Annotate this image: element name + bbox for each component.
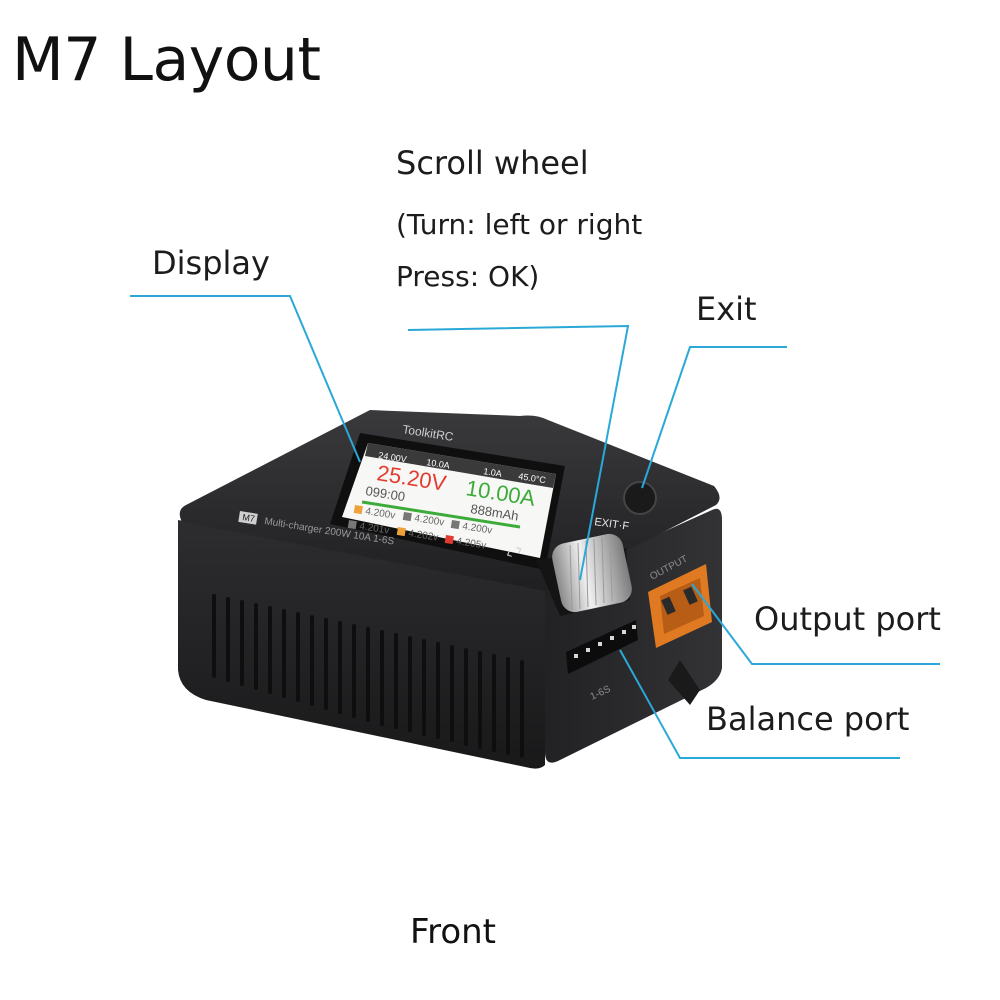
device-side-body — [178, 520, 545, 769]
screen-status-bar — [365, 443, 556, 488]
device-foot — [668, 660, 700, 705]
model-badge — [238, 511, 258, 525]
output-port-callout-line — [691, 583, 940, 665]
cell-badge — [353, 505, 363, 515]
balance-port-callout-line — [619, 649, 900, 759]
cell-badge — [396, 527, 406, 537]
callout-lines — [130, 295, 940, 759]
scroll-wheel[interactable] — [536, 531, 634, 616]
cell-voltage: 4.205v — [456, 536, 487, 552]
cell-badge — [347, 520, 357, 530]
exit-button[interactable] — [623, 481, 657, 515]
page-title: M7 Layout — [12, 25, 321, 95]
scroll-wheel-callout-line — [407, 324, 630, 581]
cell-voltages: 4.200v 4.200v 4.200v 4.201v 4.202v 4.205… — [347, 505, 493, 552]
output-port-label: Output port — [754, 600, 941, 638]
display-callout-line — [130, 295, 361, 463]
balance-pins — [574, 625, 636, 658]
scroll-wheel-label: Scroll wheel — [396, 144, 589, 182]
cell-badge — [402, 512, 412, 522]
cell-voltage: 4.201v — [359, 521, 390, 537]
cell-voltage: 4.200v — [462, 521, 493, 537]
status-rate: 1.0A — [483, 466, 503, 479]
cell-voltage: 4.200v — [365, 506, 396, 522]
exit-button-label: EXIT·F — [594, 516, 630, 533]
cell-badge — [444, 535, 454, 545]
progress-bar — [361, 500, 521, 529]
charge-time: 099:00 — [365, 483, 407, 504]
wheel-knurling — [569, 534, 613, 611]
side-vents — [212, 594, 524, 758]
model-name: M7 — [242, 512, 256, 524]
cell-badge — [450, 520, 460, 530]
cell-voltage: 4.200v — [414, 513, 445, 529]
output-port[interactable] — [648, 564, 712, 648]
status-temp: 45.0°C — [518, 471, 547, 485]
exit-label: Exit — [696, 290, 757, 328]
scroll-wheel-turn-note: (Turn: left or right — [396, 208, 643, 241]
view-caption: Front — [410, 912, 496, 952]
scroll-wheel-press-note: Press: OK) — [396, 260, 540, 293]
exit-callout-line — [641, 346, 787, 489]
status-voltage: 24.00V — [378, 450, 408, 464]
cell-voltage: 4.202v — [408, 528, 439, 544]
display-label: Display — [152, 244, 270, 282]
charge-capacity: 888mAh — [470, 501, 520, 523]
status-current: 10.0A — [426, 457, 451, 471]
balance-port-label: Balance port — [706, 700, 910, 738]
balance-port[interactable] — [566, 620, 638, 674]
